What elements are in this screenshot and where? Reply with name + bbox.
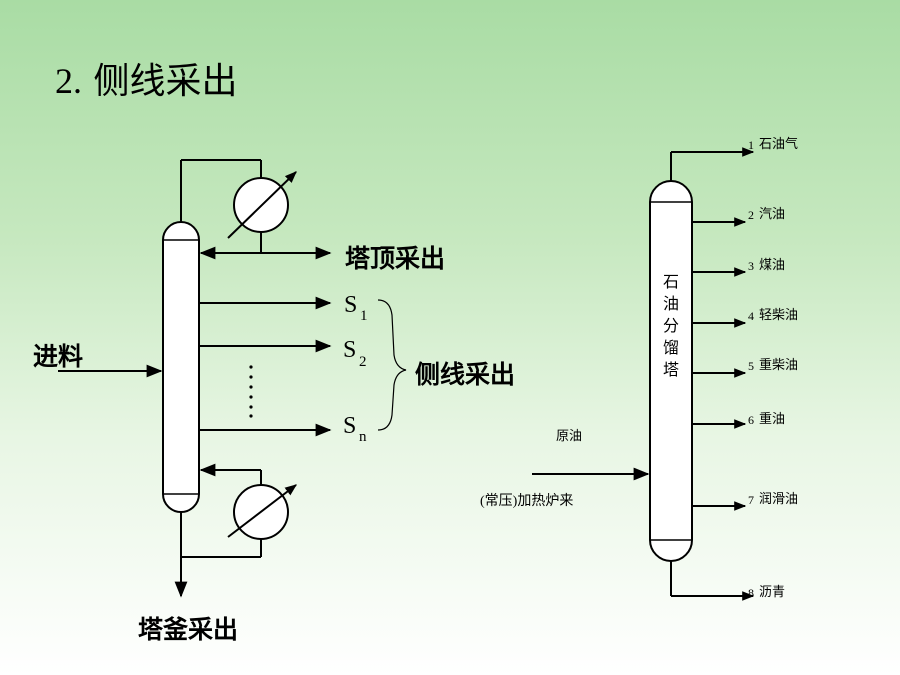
bottom-product-label: 塔釜采出	[138, 615, 238, 644]
product-number: 5	[748, 359, 754, 373]
product-name: 煤油	[759, 258, 785, 273]
crude-feed-label: 原油	[556, 429, 582, 444]
column-label-char: 石	[663, 272, 679, 291]
product-name: 汽油	[759, 207, 785, 222]
side-product-label: 侧线采出	[415, 360, 515, 389]
product-name: 重油	[759, 411, 785, 427]
product-number: 7	[748, 493, 754, 507]
product-number: 3	[748, 259, 754, 273]
product-name: 轻柴油	[759, 308, 798, 323]
product-number: 2	[748, 208, 754, 222]
column-label-char: 油	[663, 294, 679, 313]
side-stream-index: n	[359, 429, 367, 445]
product-number: 1	[748, 138, 754, 152]
product-number: 8	[748, 586, 754, 600]
product-number: 4	[748, 309, 754, 323]
side-stream-label: S	[343, 413, 356, 439]
side-streams-brace	[377, 299, 407, 431]
title-number: 2.	[55, 61, 82, 101]
side-stream-label: S	[344, 292, 357, 318]
side-stream-index: 1	[360, 308, 368, 324]
side-stream-label: S	[343, 337, 356, 363]
column-vertical-label: 石 油 分 馏 塔	[663, 272, 679, 379]
column-label-char: 分	[663, 316, 679, 335]
product-name: 沥青	[759, 585, 785, 600]
product-name: 润滑油	[759, 492, 798, 507]
feed-label: 进料	[33, 342, 83, 371]
product-name: 石油气	[759, 136, 798, 152]
condenser-arrow	[227, 171, 297, 239]
right-column-diagram	[532, 147, 755, 601]
reboiler-arrow	[227, 484, 297, 538]
title-text: 侧线采出	[93, 61, 238, 102]
slide-title: 2. 侧线采出	[55, 52, 237, 104]
side-draw-ellipsis	[249, 365, 253, 418]
column-label-char: 馏	[663, 338, 679, 357]
product-name: 重柴油	[759, 357, 798, 373]
column-label-char: 塔	[663, 360, 679, 379]
left-distillation-column	[162, 221, 200, 513]
product-number: 6	[748, 413, 754, 427]
side-stream-labels: S 1 S 2 S n	[343, 292, 368, 445]
left-column-diagram	[58, 159, 407, 598]
top-product-label: 塔顶采出	[345, 244, 445, 273]
crude-feed-source-label: (常压)加热炉来	[480, 493, 573, 509]
side-stream-index: 2	[359, 354, 367, 370]
product-labels: 1 石油气 2 汽油 3 煤油 4 轻柴油 5 重柴油 6 重油 7 润滑油 8…	[748, 136, 798, 600]
